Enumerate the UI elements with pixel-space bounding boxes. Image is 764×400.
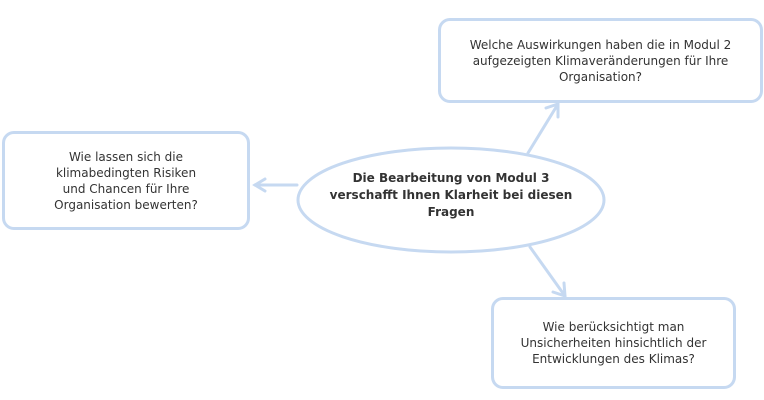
arrow-top-right bbox=[526, 101, 560, 155]
center-node-text: Die Bearbeitung von Modul 3 verschafft I… bbox=[329, 171, 573, 219]
question-text: Wie berücksichtigt man Unsicherheiten hi… bbox=[520, 320, 707, 366]
center-ellipse bbox=[296, 146, 606, 254]
question-text: Wie lassen sich die klimabedingten Risik… bbox=[54, 149, 198, 212]
arrow-bottom-right bbox=[528, 245, 567, 299]
question-node-risks: Wie lassen sich die klimabedingten Risik… bbox=[2, 131, 250, 230]
arrow-left bbox=[252, 177, 299, 193]
question-node-uncertainties: Wie berücksichtigt man Unsicherheiten hi… bbox=[491, 297, 736, 389]
question-node-impacts: Welche Auswirkungen haben die in Modul 2… bbox=[438, 18, 763, 103]
question-text: Welche Auswirkungen haben die in Modul 2… bbox=[469, 37, 732, 84]
